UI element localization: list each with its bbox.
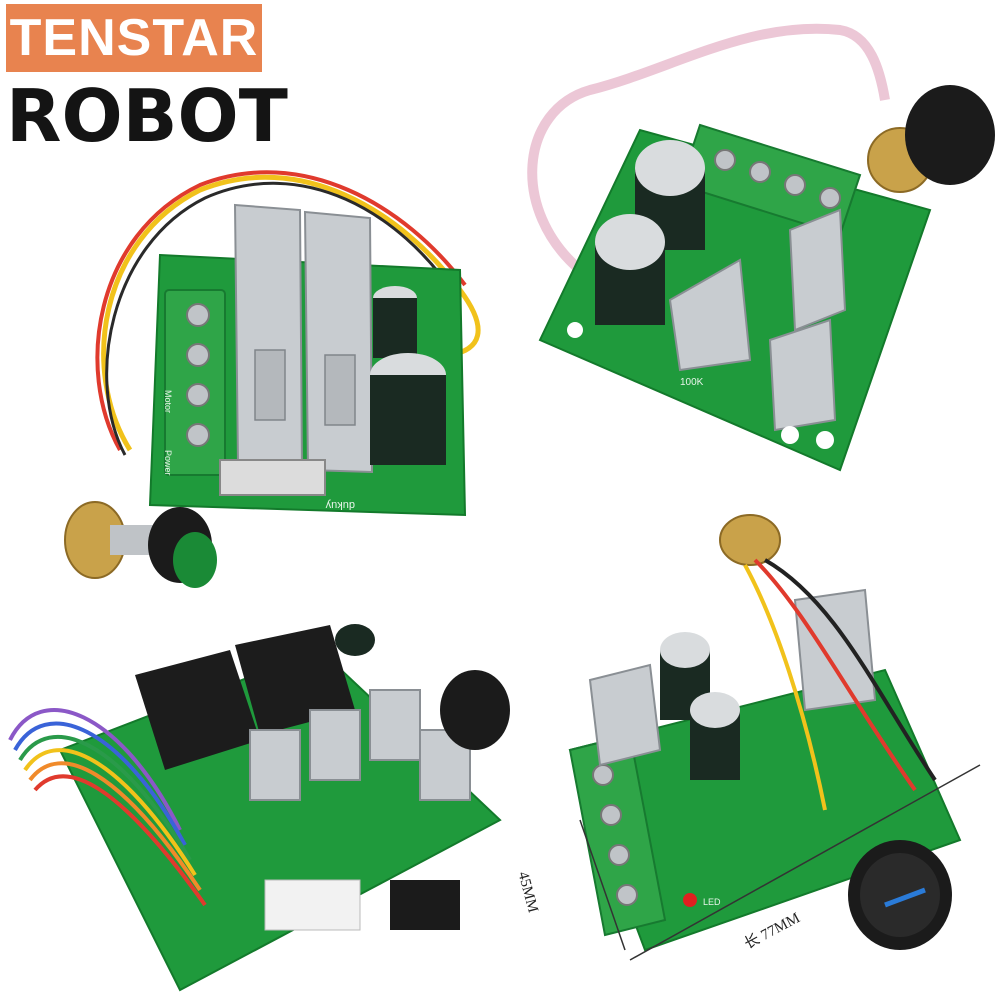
led-label: LED [703,897,721,907]
product-photo-top-left: dukuy Motor Power [64,170,481,588]
product-photo-bottom-right: LED [568,514,981,961]
product-photo-top-right: 100K [527,23,995,472]
brand-logo: TENSTAR ROBOT [6,4,288,158]
potentiometer-value: 100K [680,377,704,388]
motor-label: Motor [163,390,173,413]
product-photo-bottom-left [8,624,510,992]
brand-line1: TENSTAR [6,4,262,72]
brand-line2: ROBOT [6,74,288,158]
silkscreen-text: dukuy [325,499,355,511]
power-label: Power [163,450,173,476]
